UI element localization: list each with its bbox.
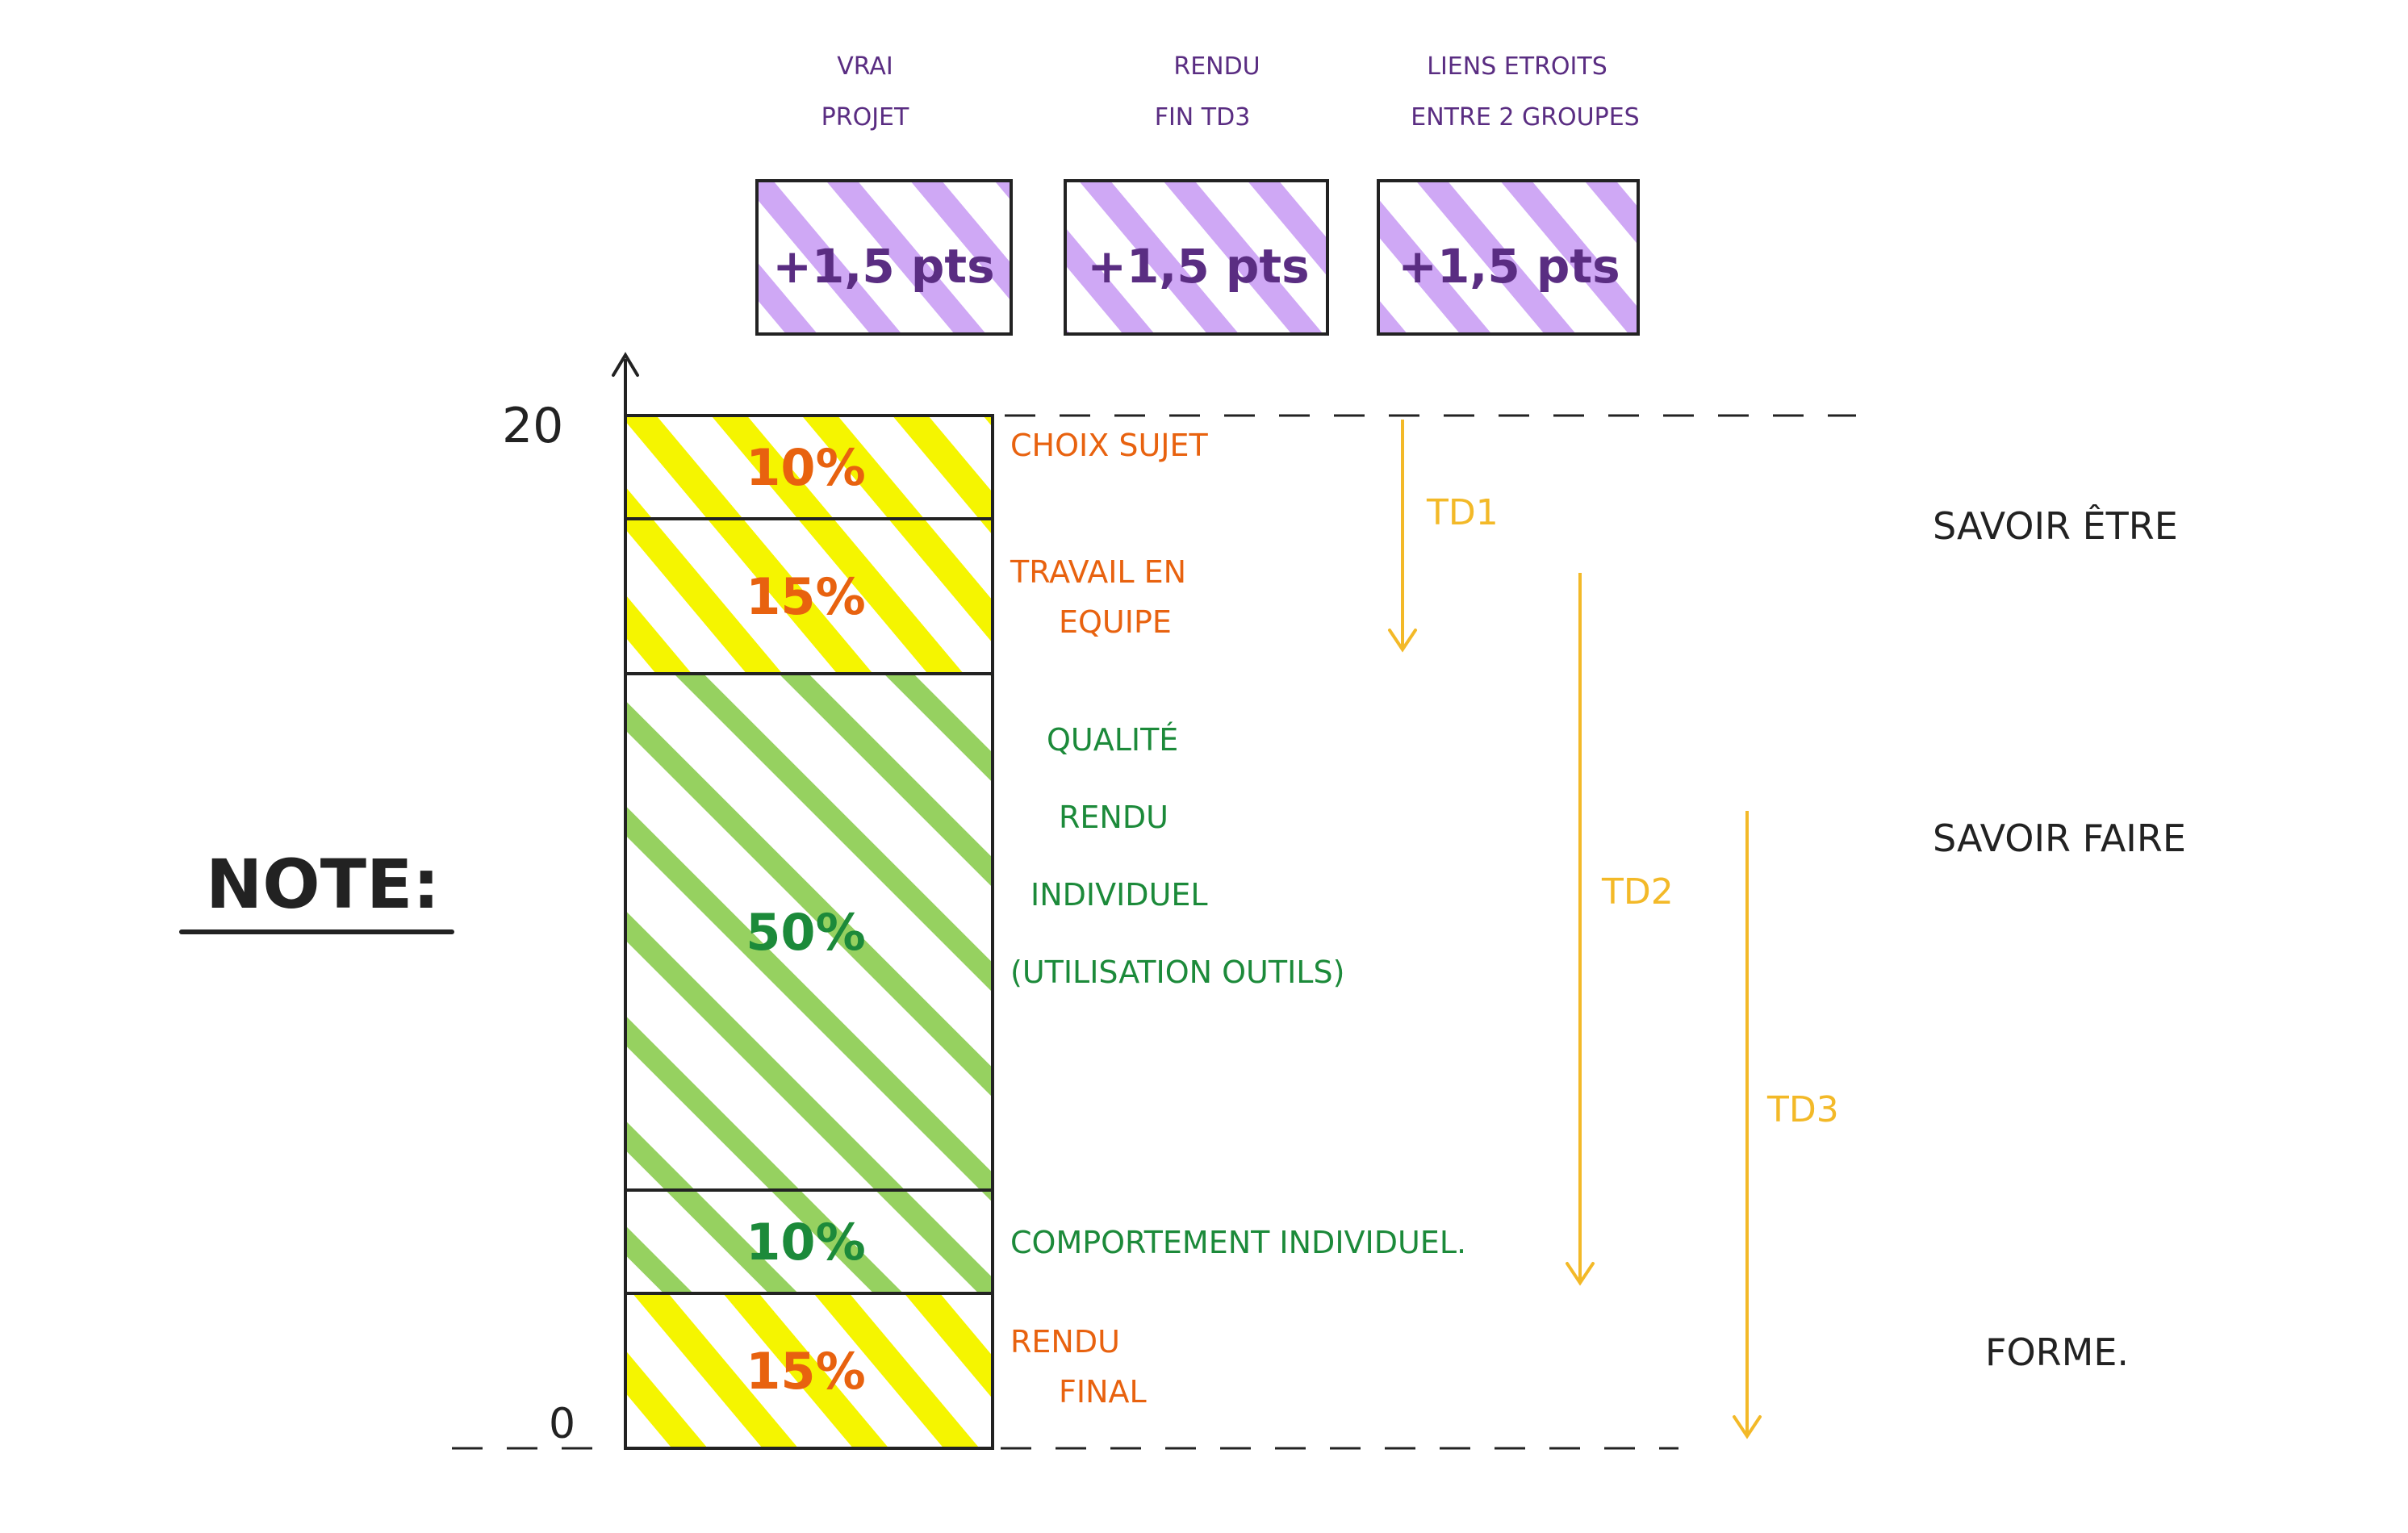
bar-segment: 50% QUALITÉ RENDU INDIVIDUEL (UTILISATION OU… [624, 672, 1344, 1192]
y-axis-arrowhead [612, 352, 639, 377]
phase-arrow: TD1 [1388, 420, 1499, 653]
bar-segment-percent: 10% [746, 1213, 865, 1272]
bar-segment-label: COMPORTEMENT INDIVIDUEL. [1010, 1225, 1466, 1260]
bonus-value: +1,5 pts [1398, 239, 1620, 294]
bar-segment: 10% COMPORTEMENT INDIVIDUEL. [624, 1188, 1466, 1295]
phase-arrow: TD3 [1733, 811, 1839, 1439]
bar-segment-label: FINAL [1059, 1374, 1147, 1410]
bonus-caption: FIN TD3 [1155, 103, 1251, 132]
bar-segment-percent: 15% [746, 1342, 865, 1401]
bar-segment-percent: 15% [746, 567, 865, 626]
bonus-caption: RENDU [1173, 52, 1260, 81]
phase-arrowhead [1733, 1415, 1762, 1439]
bonus-caption: LIENS ETROITS [1427, 52, 1607, 81]
bonus-value: +1,5 pts [1087, 239, 1309, 294]
bonus-box-3: LIENS ETROITS ENTRE 2 GROUPES +1,5 pts [1377, 52, 1640, 336]
phase-arrowhead [1388, 629, 1417, 653]
category-forme: FORME. [1985, 1330, 2129, 1374]
bar-segment: 15% RENDU FINAL [624, 1292, 1147, 1450]
bonus-value: +1,5 pts [772, 239, 994, 294]
bar-segment: 10% CHOIX SUJET [624, 414, 1208, 520]
bar-segment-label: QUALITÉ [1047, 722, 1178, 758]
bonus-caption: ENTRE 2 GROUPES [1411, 103, 1639, 132]
bar-segment-label: RENDU [1010, 1324, 1120, 1360]
phase-label: TD3 [1766, 1089, 1839, 1130]
bar-segment-percent: 10% [746, 438, 865, 497]
bar-segment-label: INDIVIDUEL [1031, 877, 1208, 913]
y-axis-max-label: 20 [502, 398, 563, 454]
category-savoir-faire: SAVOIR FAIRE [1933, 817, 2186, 860]
bar-segment-label: RENDU [1059, 800, 1168, 835]
bonus-caption: VRAI [837, 52, 893, 81]
phase-arrowhead [1566, 1262, 1595, 1286]
bar-segment-fill [624, 1188, 994, 1295]
bar-segment-label: CHOIX SUJET [1010, 428, 1208, 463]
bonus-caption: PROJET [821, 103, 909, 132]
bonus-box-1: VRAI PROJET +1,5 pts [755, 52, 1013, 336]
bar-segment-label: TRAVAIL EN [1010, 554, 1186, 590]
y-axis-min-label: 0 [549, 1400, 575, 1448]
bar-segment-fill [624, 672, 994, 1192]
category-savoir-etre: SAVOIR ÊTRE [1933, 504, 2178, 548]
bar-segment-label: (UTILISATION OUTILS) [1010, 954, 1344, 990]
bonus-box-2: RENDU FIN TD3 +1,5 pts [1064, 52, 1329, 336]
bar-segment-fill [624, 517, 994, 675]
bar-segment-percent: 50% [746, 903, 865, 962]
bar-segment-fill [624, 414, 994, 520]
bar-segment-label: EQUIPE [1059, 604, 1172, 640]
stacked-bar: 10% CHOIX SUJET 15% TRAVAIL EN EQUIPE 50% QUAL… [624, 414, 1466, 1450]
phase-label: TD2 [1601, 871, 1674, 913]
bar-segment-fill [624, 1292, 994, 1450]
bar-segment: 15% TRAVAIL EN EQUIPE [624, 517, 1186, 675]
phase-label: TD1 [1426, 492, 1499, 533]
note-label: NOTE: [206, 845, 440, 924]
phase-arrow: TD2 [1566, 573, 1674, 1286]
